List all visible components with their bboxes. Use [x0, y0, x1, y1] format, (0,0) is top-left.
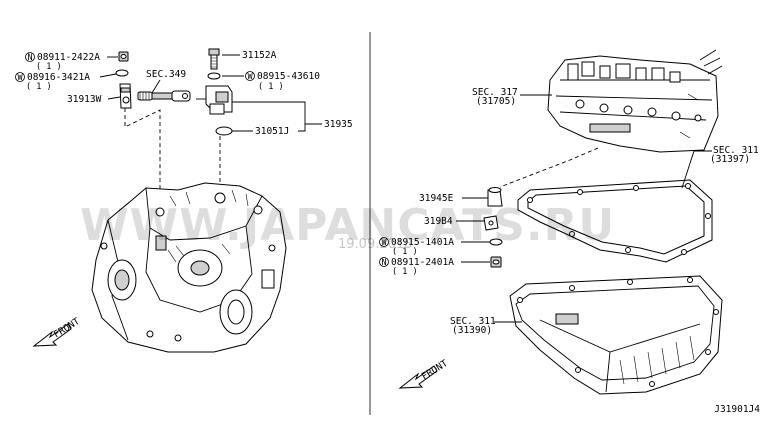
section-sub: (31705) — [476, 96, 516, 107]
oil-pan-gasket — [517, 179, 713, 263]
front-label: FRONT — [420, 358, 450, 383]
bolt-icon — [208, 48, 220, 70]
callout-oring-31051j[interactable]: 31051J — [232, 126, 289, 137]
magnet-icon — [487, 187, 503, 207]
oring-icon — [215, 126, 233, 136]
part-number: 08915-43610 — [257, 71, 320, 82]
leader-valve-filter — [499, 147, 599, 188]
washer-icon — [115, 69, 129, 77]
part-qty: ( 1 ) — [392, 267, 418, 277]
callout-washer-08915-1401a[interactable]: W 08915-1401A ( 1 ) — [379, 237, 491, 257]
part-qty: ( 1 ) — [258, 82, 284, 92]
left-group: N 08911-2422A ( 1 ) W 08916-3421A ( 1 ) … — [15, 48, 353, 353]
section-ref: SEC. 311 — [713, 145, 759, 156]
callout-washer-08916-3421a[interactable]: W 08916-3421A ( 1 ) — [15, 72, 117, 92]
section-ref: SEC. 317 — [472, 87, 518, 98]
sensor-icon — [119, 83, 132, 109]
callout-sensor-31913w[interactable]: 31913W — [67, 94, 121, 105]
part-number: 31152A — [242, 50, 277, 61]
watermark: WWW.JAPANCATS.RU 19.09.2018 — [80, 200, 615, 252]
section-sub: (31397) — [710, 154, 750, 165]
control-valve-body — [547, 49, 723, 153]
section-ref: SEC.349 — [146, 69, 186, 80]
part-number: 08915-1401A — [391, 237, 454, 248]
callout-sec-311-gasket[interactable]: SEC. 311 (31397) — [681, 145, 759, 189]
nut-icon — [118, 51, 129, 62]
front-label: FRONT — [52, 316, 82, 341]
right-group: SEC. 317 (31705) SEC. 311 (31397) — [379, 49, 759, 395]
watermark-text: WWW.JAPANCATS.RU — [80, 200, 615, 251]
oil-pan — [509, 275, 723, 395]
circle-prefix: W — [247, 72, 253, 82]
transmission-case — [91, 182, 287, 353]
callout-sec-317[interactable]: SEC. 317 (31705) — [472, 87, 552, 107]
leader-sensor — [124, 108, 161, 210]
diagram-id: J31901J4 — [714, 404, 760, 415]
nut-icon — [490, 256, 502, 268]
part-number: 31051J — [255, 126, 289, 137]
circle-prefix: W — [17, 73, 23, 83]
section-sub: (31390) — [452, 325, 492, 336]
callout-nut-08911-2401a[interactable]: N 08911-2401A ( 1 ) — [379, 257, 491, 277]
callout-bolt-31152a[interactable]: 31152A — [222, 50, 277, 61]
valve-icon — [196, 85, 233, 115]
washer-icon — [489, 238, 503, 246]
circle-prefix: N — [27, 53, 32, 63]
callout-washer-08915-43610[interactable]: W 08915-43610 ( 1 ) — [222, 71, 320, 92]
circle-prefix: N — [381, 258, 386, 268]
circle-prefix: W — [381, 238, 387, 248]
callout-nut-08911-2422a[interactable]: N 08911-2422A ( 1 ) — [25, 52, 119, 72]
part-number: 31945E — [419, 193, 454, 204]
cable-spring-icon — [137, 90, 191, 102]
part-qty: ( 1 ) — [26, 82, 52, 92]
front-arrow-right: FRONT — [398, 358, 450, 389]
clip-icon — [483, 215, 499, 231]
part-qty: ( 1 ) — [36, 62, 62, 72]
washer-icon — [207, 72, 221, 80]
part-number: 31935 — [324, 119, 353, 130]
part-number: 08911-2401A — [391, 257, 454, 268]
callout-sec-311-pan[interactable]: SEC. 311 (31390) — [450, 316, 522, 336]
part-number: 319B4 — [424, 216, 453, 227]
callout-part-31945e[interactable]: 31945E — [419, 193, 488, 204]
part-qty: ( 1 ) — [392, 247, 418, 257]
part-number: 08916-3421A — [27, 72, 90, 83]
section-ref: SEC. 311 — [450, 316, 496, 327]
callout-sec-349[interactable]: SEC.349 — [146, 69, 186, 94]
front-arrow-left: FRONT — [32, 316, 82, 347]
callout-part-31984[interactable]: 319B4 — [424, 216, 484, 227]
part-number: 31913W — [67, 94, 102, 105]
callout-assy-31935[interactable]: 31935 — [232, 101, 353, 132]
part-number: 08911-2422A — [37, 52, 100, 63]
watermark-date: 19.09.2018 — [338, 237, 412, 252]
